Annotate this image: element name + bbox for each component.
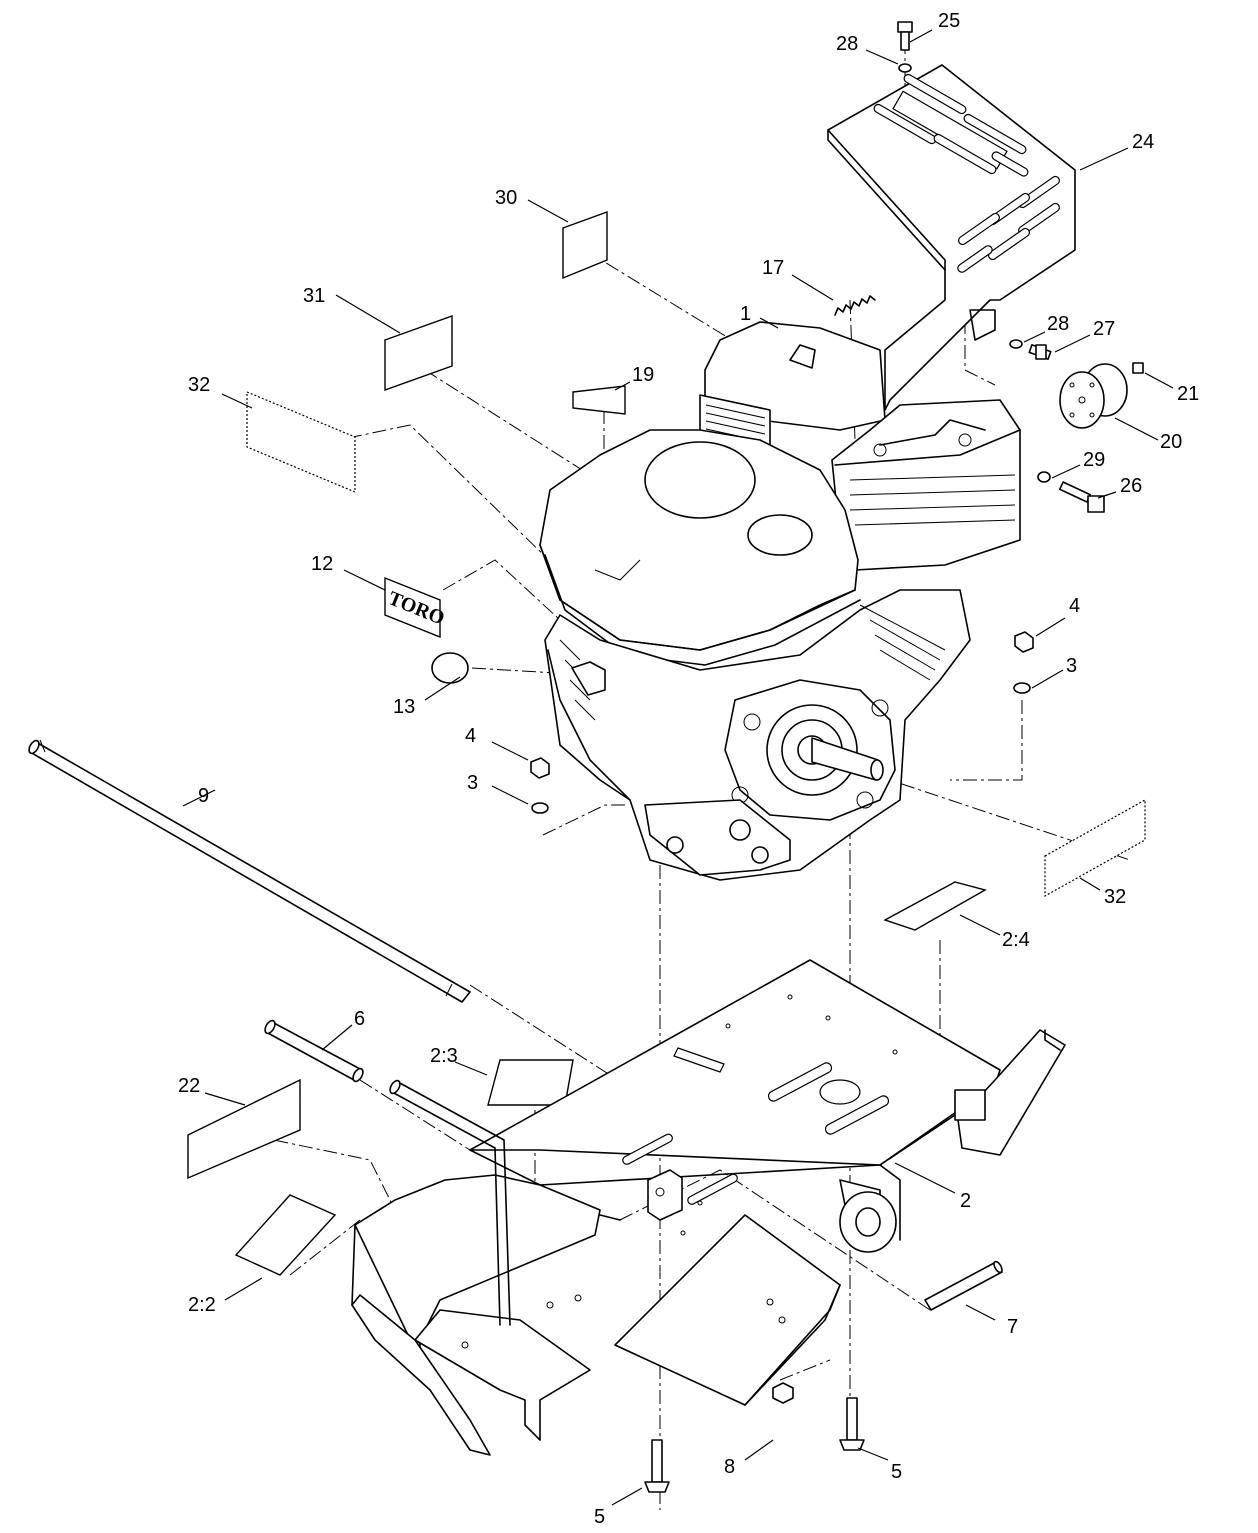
spring-17 [834,295,876,316]
nut-4-left [530,757,550,779]
tube-9 [28,739,471,1003]
bolt-26 [1058,481,1105,513]
washer-3-right [1013,682,1031,694]
callout-31: 31 [303,285,325,307]
callout-32-right: 32 [1104,886,1126,908]
decal-2-4 [883,881,987,931]
callout-5-right: 5 [891,1461,902,1483]
screw-25 [897,21,913,51]
heat-shield-24 [827,64,1076,411]
bolt-5-right [839,1397,865,1451]
callout-labels: 25 28 24 30 17 1 28 27 31 19 32 21 20 29… [178,10,1199,1528]
decal-30 [562,211,608,280]
blade-guard [351,1079,601,1456]
tube-6 [264,1019,364,1083]
callout-21: 21 [1177,383,1199,405]
callout-24: 24 [1132,131,1154,153]
decal-32-right [1044,798,1146,898]
callout-19: 19 [632,364,654,386]
muffler-cap-20 [1059,363,1128,429]
logo-decal-12: TORO [384,576,448,639]
callout-8: 8 [724,1456,735,1478]
washer-29 [1037,471,1051,483]
callout-32-top: 32 [188,374,210,396]
callout-9: 9 [198,785,209,807]
washer-28-right [1009,339,1023,349]
nut-8 [772,1382,794,1404]
callout-7: 7 [1007,1316,1018,1338]
callout-27: 27 [1093,318,1115,340]
callout-12: 12 [311,553,333,575]
callout-3-right: 3 [1066,655,1077,677]
decal-19 [572,385,626,415]
callout-4-right: 4 [1069,595,1080,617]
decal-2-3 [487,1059,574,1106]
washer-3-left [531,802,549,814]
decal-31 [384,315,453,391]
screw-21 [1132,362,1144,374]
callout-22: 22 [178,1075,200,1097]
callout-25: 25 [938,10,960,32]
decal-2-2 [234,1194,337,1276]
bolt-5-left [644,1439,670,1493]
callout-1: 1 [740,303,751,325]
callout-2: 2 [960,1190,971,1212]
callout-20: 20 [1160,431,1182,453]
nut-4-right [1014,631,1034,653]
callout-17: 17 [762,257,784,279]
leader-lines [182,29,1174,1506]
callout-2-4: 2:4 [1002,929,1030,951]
decal-32-top [246,391,356,493]
pin-7 [924,1260,1003,1311]
callout-29: 29 [1083,449,1105,471]
callout-4-left: 4 [465,725,476,747]
washer-28-top [898,63,912,73]
callout-30: 30 [495,187,517,209]
callout-6: 6 [354,1008,365,1030]
callout-5-left: 5 [594,1506,605,1528]
callout-26: 26 [1120,475,1142,497]
skid-plate [614,1214,841,1406]
callout-28-right: 28 [1047,313,1069,335]
frame-2 [469,959,1066,1253]
callout-2-3: 2:3 [430,1045,458,1067]
bolt-27 [1028,344,1052,360]
callout-28-top: 28 [836,33,858,55]
callout-13: 13 [393,696,415,718]
decal-22 [187,1078,301,1180]
callout-3-left: 3 [467,772,478,794]
engine-1 [539,321,1021,881]
cap-13 [431,652,469,684]
callout-2-2: 2:2 [188,1294,216,1316]
